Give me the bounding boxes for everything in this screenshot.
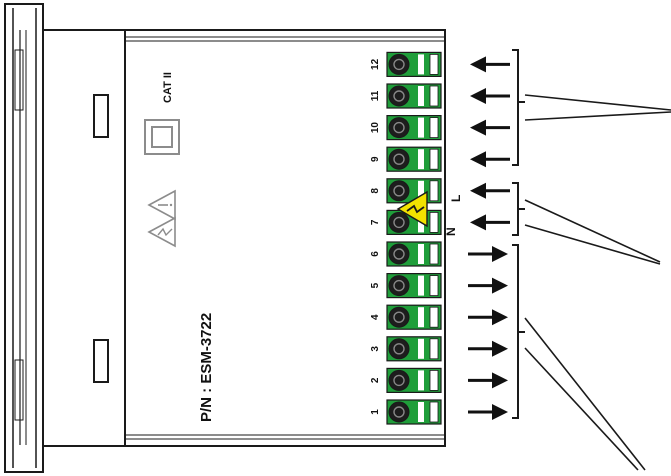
terminal-number: 3 xyxy=(370,346,381,352)
terminal-number: 1 xyxy=(370,409,381,415)
arrow-terminal-10 xyxy=(470,119,510,136)
arrow-terminal-4 xyxy=(468,309,508,326)
mounting-clip-bottom xyxy=(93,339,109,383)
terminal-6: 6 xyxy=(370,241,442,267)
terminal-number: 2 xyxy=(370,377,381,383)
category-label: CAT II xyxy=(162,72,174,103)
terminal-number: 4 xyxy=(370,314,381,320)
terminal-number: 6 xyxy=(370,251,381,257)
caution-icon xyxy=(147,189,176,221)
part-number-label: P/N : ESM-3722 xyxy=(198,313,215,422)
double-insulation-icon xyxy=(144,119,180,155)
device-housing xyxy=(42,29,446,447)
mounting-clip-top xyxy=(93,94,109,138)
arrow-terminal-2 xyxy=(468,372,508,389)
arrow-terminal-8 xyxy=(470,182,510,199)
arrow-terminal-9 xyxy=(470,151,510,168)
signal-arrows xyxy=(468,56,510,420)
arrow-terminal-7 xyxy=(470,214,510,231)
high-voltage-warning-icon xyxy=(396,190,428,228)
output-brace xyxy=(512,244,525,419)
terminal-2: 2 xyxy=(370,367,442,393)
power-brace xyxy=(512,182,525,236)
arrow-terminal-5 xyxy=(468,277,508,294)
arrow-terminal-6 xyxy=(468,246,508,262)
terminal-9: 9 xyxy=(370,146,442,172)
callout-lines xyxy=(524,94,671,471)
terminal-1: 1 xyxy=(370,399,442,425)
terminal-number: 5 xyxy=(370,282,381,288)
terminal-4: 4 xyxy=(370,304,442,330)
terminal-11: 11 xyxy=(370,83,442,109)
neutral-label: N xyxy=(444,227,458,236)
terminal-3: 3 xyxy=(370,336,442,362)
terminal-number: 8 xyxy=(370,188,381,194)
terminal-number: 12 xyxy=(370,58,381,70)
terminal-number: 10 xyxy=(370,122,381,134)
shock-hazard-icon xyxy=(147,216,176,248)
front-bezel xyxy=(4,3,44,473)
terminal-number: 11 xyxy=(370,90,381,101)
terminal-10: 10 xyxy=(370,114,442,141)
terminal-5: 5 xyxy=(370,273,442,299)
input-brace xyxy=(512,49,525,166)
arrow-terminal-12 xyxy=(470,56,510,73)
arrow-terminal-1 xyxy=(468,404,508,420)
arrow-terminal-11 xyxy=(470,88,510,104)
terminal-12: 12 xyxy=(370,51,442,78)
arrow-terminal-3 xyxy=(468,340,508,357)
terminal-number: 9 xyxy=(370,156,381,162)
line-label: L xyxy=(449,195,463,202)
terminal-number: 7 xyxy=(370,219,381,225)
